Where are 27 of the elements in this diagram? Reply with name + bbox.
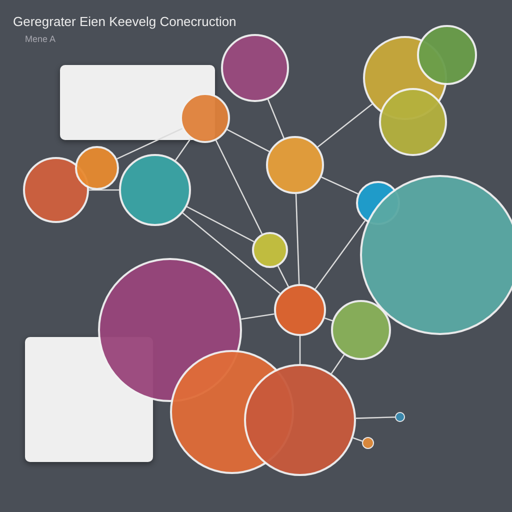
connector-line bbox=[226, 129, 270, 152]
circle-node bbox=[362, 437, 374, 449]
connector-line bbox=[116, 128, 183, 160]
connector-line bbox=[89, 189, 119, 191]
connector-line bbox=[317, 104, 372, 148]
circle-node bbox=[274, 284, 326, 336]
connector-line bbox=[314, 220, 366, 290]
connector-line bbox=[352, 437, 363, 442]
connector-line bbox=[295, 194, 300, 284]
connector-line bbox=[321, 176, 358, 194]
circle-node bbox=[331, 300, 391, 360]
circle-node bbox=[75, 146, 119, 190]
connector-line bbox=[299, 336, 301, 364]
connector-line bbox=[267, 99, 284, 138]
connector-line bbox=[215, 140, 263, 234]
connector-line bbox=[182, 212, 280, 294]
circle-node bbox=[252, 232, 288, 268]
connector-line bbox=[241, 313, 274, 320]
connector-line bbox=[330, 354, 345, 374]
circle-node bbox=[395, 412, 405, 422]
diagram-title: Geregrater Eien Keevelg Conecruction bbox=[13, 14, 236, 29]
connector-line bbox=[356, 416, 396, 419]
connector-line bbox=[277, 266, 289, 287]
connector-line bbox=[174, 138, 192, 161]
circle-node bbox=[119, 154, 191, 226]
connector-line bbox=[186, 206, 254, 242]
subtitle: Mene A bbox=[25, 34, 56, 44]
